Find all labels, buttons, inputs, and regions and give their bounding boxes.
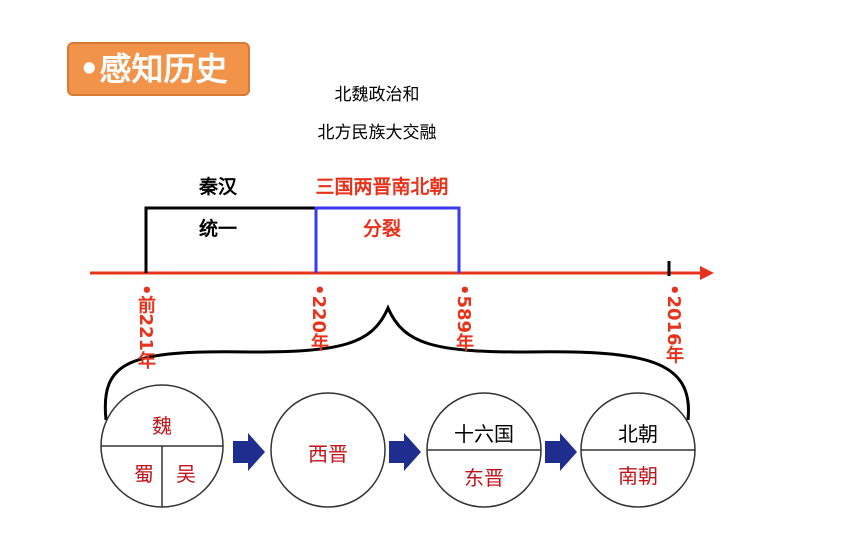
qinhan-status: 统一 [198, 218, 237, 240]
date-220: •220年 [308, 284, 329, 352]
label-sixteen-kingdoms: 十六国 [454, 422, 514, 446]
label-wu: 吴 [176, 462, 196, 486]
curly-brace [103, 304, 690, 421]
qinhan-name: 秦汉 [198, 176, 237, 198]
arrow-right-icon [545, 433, 577, 471]
arrow-right-icon [233, 433, 265, 471]
label-southern-dynasties: 南朝 [618, 464, 658, 488]
section-badge: •感知历史 [67, 42, 250, 96]
top-note-line1: 北魏政治和 [334, 85, 420, 105]
label-wei: 魏 [152, 414, 172, 438]
sanguo-name: 三国两晋南北朝 [315, 176, 449, 198]
label-eastern-jin: 东晋 [464, 466, 504, 490]
circle-western-jin [270, 392, 386, 508]
label-shu: 蜀 [134, 462, 154, 486]
sanguo-bracket [314, 206, 461, 273]
arrow-right-icon [389, 433, 421, 471]
date-589: •589年 [453, 284, 474, 352]
label-northern-dynasties: 北朝 [618, 422, 658, 446]
date-2016: •2016年 [663, 284, 684, 364]
date-221bc: •前221年 [135, 284, 156, 370]
top-note-line2: 北方民族大交融 [317, 123, 437, 143]
sanguo-status: 分裂 [362, 218, 401, 240]
timeline-arrowhead [700, 266, 714, 280]
label-western-jin: 西晋 [308, 442, 348, 466]
